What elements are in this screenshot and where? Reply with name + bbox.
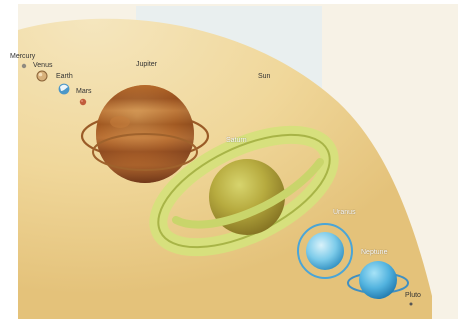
- mars-label: Mars: [76, 88, 92, 95]
- earth-label: Earth: [56, 73, 73, 80]
- sun-label: Sun: [258, 73, 271, 80]
- venus-label: Venus: [33, 62, 53, 69]
- mars-planet: [79, 98, 87, 106]
- jupiter-label: Jupiter: [136, 61, 158, 68]
- jupiter-planet: [80, 85, 210, 183]
- pluto-planet: [409, 302, 413, 306]
- saturn-label: Saturn: [226, 137, 247, 144]
- mercury-planet: [21, 63, 27, 69]
- venus-planet: [36, 70, 48, 82]
- mercury-label: Mercury: [10, 53, 36, 60]
- pluto-label: Pluto: [405, 292, 421, 299]
- uranus-label: Uranus: [333, 209, 356, 216]
- neptune-planet: [347, 261, 409, 299]
- earth-planet: [58, 83, 70, 95]
- saturn-planet: [149, 125, 339, 257]
- uranus-planet: [297, 223, 353, 279]
- neptune-label: Neptune: [361, 249, 388, 256]
